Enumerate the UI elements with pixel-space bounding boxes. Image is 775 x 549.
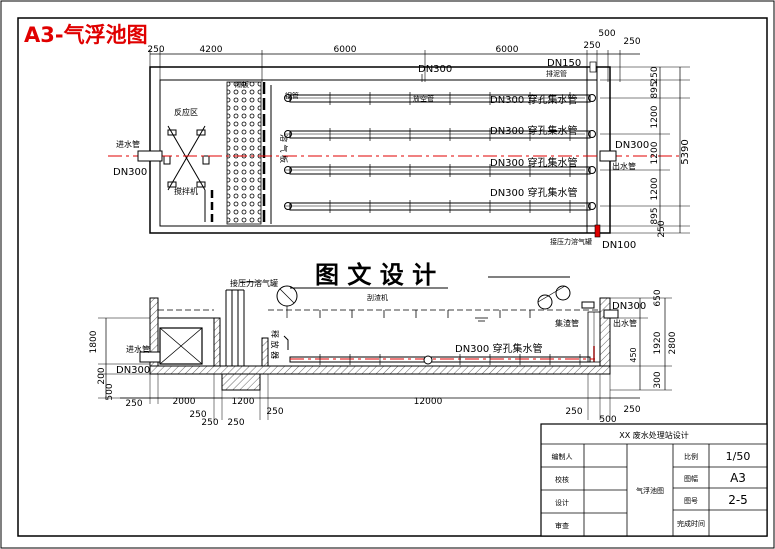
section-dim-right: 300 xyxy=(653,371,663,388)
plan-label: DN300 穿孔集水管 xyxy=(490,93,577,106)
section-dim-bottom: 12000 xyxy=(414,397,443,407)
baffle-zone xyxy=(226,81,262,225)
section-label: 出水管 xyxy=(613,318,637,328)
plan-dim-top: 500 xyxy=(598,29,615,39)
plan-label: DN300 穿孔集水管 xyxy=(490,124,577,137)
plan-label: 放空管 xyxy=(413,94,434,103)
plan-label: DN100 xyxy=(602,240,636,251)
plan-label: DN300 穿孔集水管 xyxy=(490,156,577,169)
title-block-value: 2-5 xyxy=(728,493,748,507)
plan-dim-top: 250 xyxy=(583,41,600,51)
plan-label: 出水管 xyxy=(612,161,636,171)
section-dim-bottom: 250 xyxy=(266,407,283,417)
title-block-label: 完成时间 xyxy=(677,519,705,528)
section-dim-left: 500 xyxy=(105,383,115,400)
plan-label: 溶 气 板 xyxy=(279,134,289,163)
plan-dim-right: 1200 xyxy=(650,141,660,164)
inner-border xyxy=(17,17,768,537)
section-dim-right: 2800 xyxy=(668,331,678,354)
section-label: DN300 xyxy=(612,301,646,312)
plan-label: DN300 穿孔集水管 xyxy=(490,186,577,199)
section-label: 接压力溶气罐 xyxy=(230,278,278,288)
section-dim-bottom: 250 xyxy=(565,407,582,417)
section-inlet-pipe xyxy=(139,351,161,363)
sheet-title: A3-气浮池图 xyxy=(24,23,148,47)
plan-dim-right: 895 xyxy=(650,81,660,98)
plan-label: DN150 xyxy=(547,58,581,69)
plan-dim-right: 250 xyxy=(650,66,660,83)
section-view: 1800 200 500 650 1920 300 2800 450 250 2… xyxy=(89,276,678,428)
plan-label: 进水管 xyxy=(116,139,140,149)
section-label: DN300 穿孔集水管 xyxy=(455,342,542,355)
section-label: 集渣管 xyxy=(555,318,579,328)
plan-dim-top: 250 xyxy=(147,45,164,55)
plan-label: DN300 xyxy=(113,167,147,178)
section-dim-bottom: 500 xyxy=(599,415,616,425)
plan-label: 反应区 xyxy=(174,107,198,117)
title-block: XX 废水处理站设计 编制人 校核 设计 审查 气浮池图 比例 图幅 图号 完成… xyxy=(540,423,768,537)
section-dim-bottom: 250 xyxy=(189,410,206,420)
section-dim-right: 450 xyxy=(629,347,638,362)
perforated-pipes xyxy=(284,92,596,213)
plan-dim-top: 250 xyxy=(623,37,640,47)
plan-label: DN300 xyxy=(615,140,649,151)
plan-label: DN300 xyxy=(418,64,452,75)
plan-label: 搅拌机 xyxy=(174,186,198,196)
plan-dim-right: 1200 xyxy=(650,177,660,200)
section-dim-bottom: 250 xyxy=(623,405,640,415)
section-dim-bottom: 1200 xyxy=(232,397,255,407)
title-block-label: 设计 xyxy=(555,498,569,507)
section-dim-left: 200 xyxy=(97,367,107,384)
plan-label: 接压力溶气罐 xyxy=(550,237,592,246)
title-block-label: 编制人 xyxy=(552,452,573,461)
section-dim-bottom: 250 xyxy=(125,399,142,409)
title-block-label: 图号 xyxy=(684,497,698,505)
section-dim-bottom: 250 xyxy=(227,418,244,428)
title-block-label: 审查 xyxy=(555,521,569,530)
section-mixer-box xyxy=(159,327,203,365)
plan-label: 排泥管 xyxy=(546,69,567,78)
watermark: 图 文 设 计 xyxy=(315,261,436,289)
title-block-value: A3 xyxy=(730,471,746,485)
plan-outlet-pipe xyxy=(599,150,617,162)
plan-dim-top: 4200 xyxy=(200,45,223,55)
plan-dim-top: 6000 xyxy=(334,45,357,55)
plan-dim-right: 895 xyxy=(650,207,660,224)
section-dim-right: 1920 xyxy=(653,331,663,354)
title-block-project: XX 废水处理站设计 xyxy=(619,430,689,440)
plan-overall-width: 5390 xyxy=(680,139,691,164)
plan-label: 钢管 xyxy=(285,91,299,100)
title-block-value: 1/50 xyxy=(726,450,751,463)
plan-inlet-pipe xyxy=(137,150,163,162)
section-dim-bottom: 250 xyxy=(201,418,218,428)
title-block-label: 比例 xyxy=(684,452,698,461)
plan-dim-right: 1200 xyxy=(650,105,660,128)
section-dim-left: 1800 xyxy=(89,330,99,353)
plan-view: 250 4200 6000 6000 250 500 250 xyxy=(108,29,691,251)
mixer-symbol xyxy=(163,125,210,191)
plan-dim-top: 6000 xyxy=(496,45,519,55)
plan-dim-right: 250 xyxy=(657,220,667,237)
section-dim-bottom: 2000 xyxy=(173,397,196,407)
section-label: 刮渣机 xyxy=(367,293,388,302)
title-block-drawing-name: 气浮池图 xyxy=(636,486,664,495)
section-label: 释 放 器 xyxy=(270,330,280,359)
section-dim-right: 650 xyxy=(653,289,663,306)
plan-label: 隔板 xyxy=(235,80,249,89)
title-block-label: 校核 xyxy=(555,475,569,484)
section-label: DN300 xyxy=(116,365,150,376)
section-label: 进水管 xyxy=(126,344,150,354)
title-block-label: 图幅 xyxy=(684,474,698,483)
